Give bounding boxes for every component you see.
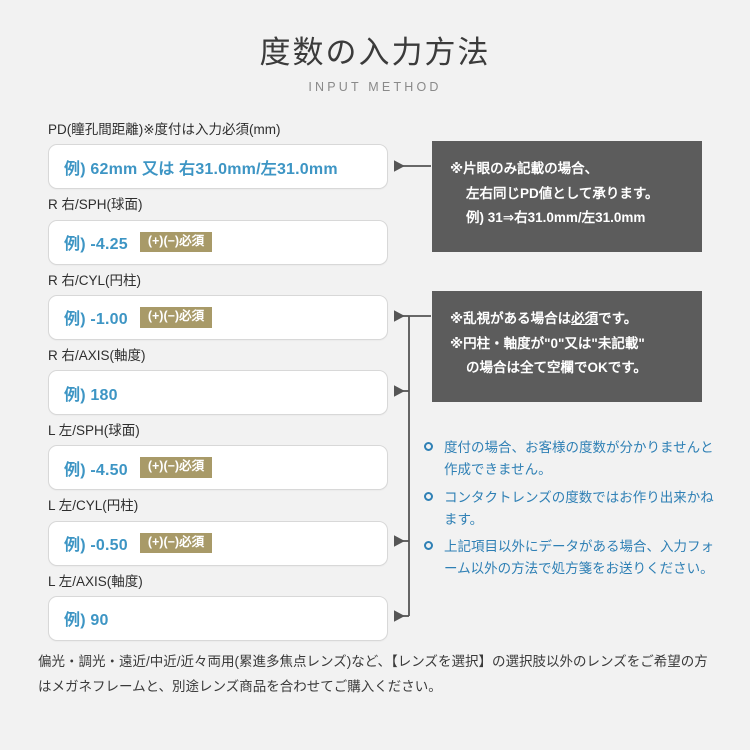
field-group-r-sph: R 右/SPH(球面) 例) -4.25 (+)(−)必須 [48, 195, 388, 265]
r-sph-required-badge: (+)(−)必須 [139, 231, 213, 253]
l-sph-placeholder: 例) -4.50 [64, 461, 128, 479]
callout-cyl-line1-suffix: です。 [598, 311, 638, 326]
l-cyl-required-badge: (+)(−)必須 [139, 532, 213, 554]
callout-cyl-line1-underline: 必須 [571, 311, 599, 326]
field-group-r-cyl: R 右/CYL(円柱) 例) -1.00 (+)(−)必須 [48, 271, 388, 340]
l-cyl-input[interactable]: 例) -0.50 (+)(−)必須 [48, 520, 388, 566]
field-label-pd: PD(瞳孔間距離)※度付は入力必須(mm) [48, 122, 281, 137]
note-text: 度付の場合、お客様の度数が分かりませんと作成できません。 [444, 440, 714, 477]
field-label-l-axis: L 左/AXIS(軸度) [48, 573, 143, 589]
pd-input[interactable]: 例) 62mm 又は 右31.0mm/左31.0mm [48, 144, 388, 190]
circle-bullet-icon [424, 491, 433, 501]
field-label-r-axis: R 右/AXIS(軸度) [48, 347, 146, 363]
field-group-l-axis: L 左/AXIS(軸度) 例) 90 [48, 572, 388, 641]
field-label-l-cyl: L 左/CYL(円柱) [48, 498, 139, 514]
l-axis-placeholder: 例) 90 [64, 612, 109, 630]
notes-list: 度付の場合、お客様の度数が分かりませんと作成できません。 コンタクトレンズの度数… [424, 437, 724, 586]
page-subtitle: INPUT METHOD [308, 80, 442, 95]
page-header: 度数の入力方法 INPUT METHOD [0, 34, 750, 94]
r-sph-input[interactable]: 例) -4.25 (+)(−)必須 [48, 219, 388, 265]
r-sph-placeholder: 例) -4.25 [64, 236, 128, 253]
field-group-l-cyl: L 左/CYL(円柱) 例) -0.50 (+)(−)必須 [48, 496, 388, 566]
page-title: 度数の入力方法 [259, 35, 491, 70]
r-cyl-placeholder: 例) -1.00 [64, 311, 128, 329]
l-sph-required-badge: (+)(−)必須 [139, 457, 213, 479]
pd-placeholder: 例) 62mm 又は 右31.0mm/左31.0mm [64, 160, 338, 178]
note-text: 上記項目以外にデータがある場合、入力フォーム以外の方法で処方箋をお送りください。 [444, 539, 714, 577]
list-item: コンタクトレンズの度数ではお作り出来かねます。 [424, 487, 724, 531]
callout-pd-line2: 左右同じPD値として承ります。 [466, 185, 659, 201]
note-text: コンタクトレンズの度数ではお作り出来かねます。 [444, 489, 714, 527]
field-group-l-sph: L 左/SPH(球面) 例) -4.50 (+)(−)必須 [48, 421, 388, 491]
field-group-r-axis: R 右/AXIS(軸度) 例) 180 [48, 346, 388, 415]
field-group-pd: PD(瞳孔間距離)※度付は入力必須(mm) 例) 62mm 又は 右31.0mm… [48, 120, 388, 190]
l-axis-input[interactable]: 例) 90 [48, 595, 388, 641]
callout-cyl-line3: の場合は全て空欄でOKです。 [466, 360, 647, 376]
callout-pd-line1: ※片眼のみ記載の場合、 [450, 161, 599, 176]
l-cyl-placeholder: 例) -0.50 [64, 537, 128, 554]
callout-cyl-line1-prefix: ※乱視がある場合は [450, 311, 572, 326]
callout-pd: ※片眼のみ記載の場合、 左右同じPD値として承ります。 例) 31⇒右31.0m… [432, 141, 702, 252]
callout-cyl-axis: ※乱視がある場合は必須です。 ※円柱・軸度が"0"又は"未記載" の場合は全て空… [432, 291, 702, 402]
r-axis-input[interactable]: 例) 180 [48, 370, 388, 415]
r-axis-placeholder: 例) 180 [64, 386, 118, 404]
field-label-r-sph: R 右/SPH(球面) [48, 197, 143, 213]
field-label-r-cyl: R 右/CYL(円柱) [48, 272, 142, 288]
list-item: 上記項目以外にデータがある場合、入力フォーム以外の方法で処方箋をお送りください。 [424, 536, 724, 580]
callout-cyl-line2: ※円柱・軸度が"0"又は"未記載" [450, 335, 645, 351]
circle-bullet-icon [424, 541, 433, 551]
r-cyl-required-badge: (+)(−)必須 [139, 306, 213, 328]
callout-pd-line3: 例) 31⇒右31.0mm/左31.0mm [466, 210, 646, 226]
circle-bullet-icon [424, 442, 433, 451]
field-label-l-sph: L 左/SPH(球面) [48, 423, 140, 438]
callout-cyl-line1: ※乱視がある場合は必須です。 [450, 307, 686, 332]
footer-note: 偏光・調光・遠近/中近/近々両用(累進多焦点レンズ)など、【レンズを選択】の選択… [38, 654, 708, 694]
r-cyl-input[interactable]: 例) -1.00 (+)(−)必須 [48, 294, 388, 340]
prescription-fields: PD(瞳孔間距離)※度付は入力必須(mm) 例) 62mm 又は 右31.0mm… [48, 120, 388, 647]
list-item: 度付の場合、お客様の度数が分かりませんと作成できません。 [424, 437, 724, 481]
l-sph-input[interactable]: 例) -4.50 (+)(−)必須 [48, 445, 388, 491]
